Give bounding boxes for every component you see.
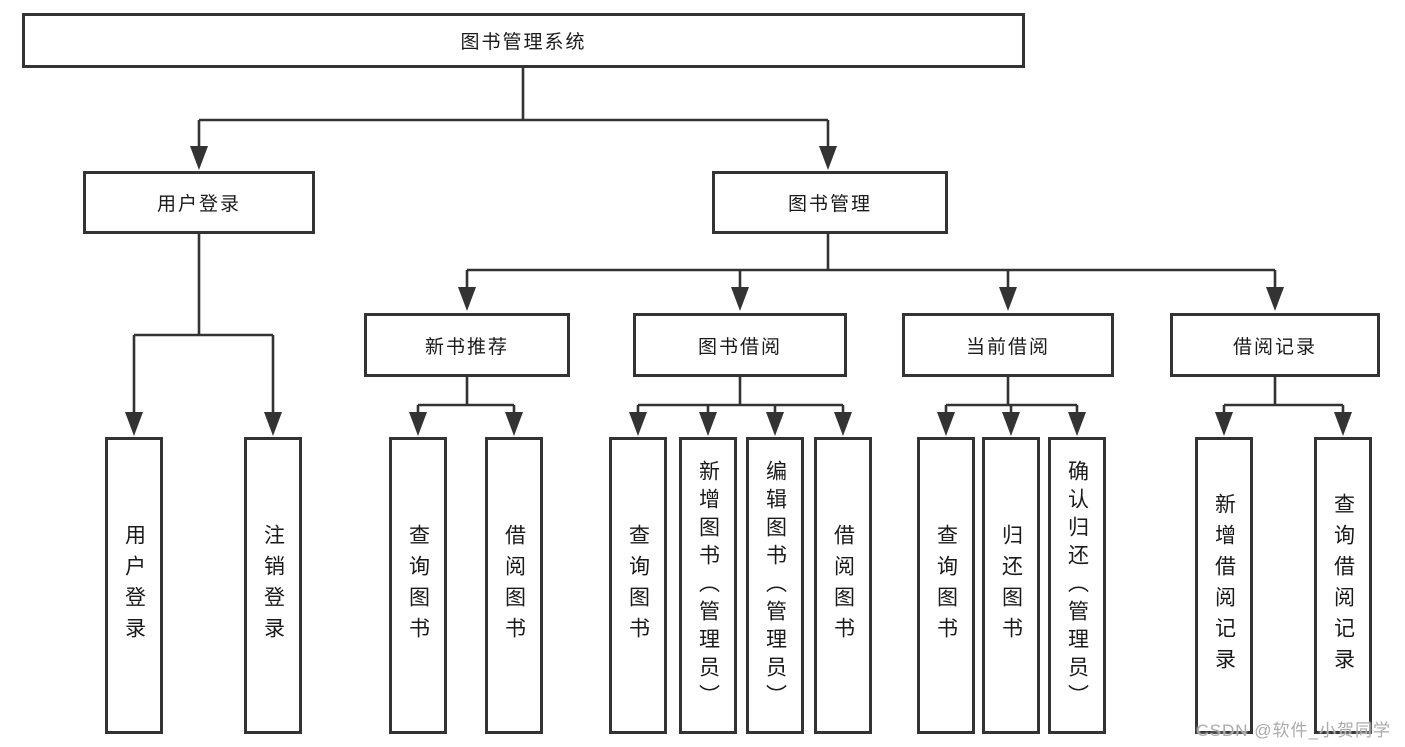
leaf-query-books: 查询图书 bbox=[609, 437, 667, 734]
connector-current-borrowing-children bbox=[937, 377, 1086, 436]
leaf-query-books: 查询图书 bbox=[917, 437, 975, 734]
leaf-return-books: 归还图书 bbox=[982, 437, 1040, 734]
connector-borrowing-records-children bbox=[1215, 377, 1352, 436]
node-new-book-recommend: 新书推荐 bbox=[364, 313, 570, 377]
connector-root-to-level2 bbox=[190, 68, 837, 170]
node-user-login: 用户登录 bbox=[83, 171, 315, 234]
node-borrowing-records: 借阅记录 bbox=[1170, 313, 1380, 377]
node-current-borrowing: 当前借阅 bbox=[902, 313, 1114, 377]
leaf-user-login: 用户登录 bbox=[105, 437, 163, 734]
node-book-borrowing: 图书借阅 bbox=[633, 313, 847, 377]
connector-book-borrowing-children bbox=[629, 377, 852, 436]
leaf-logout: 注销登录 bbox=[244, 437, 302, 734]
connector-user-login-children bbox=[125, 234, 282, 436]
leaf-borrow-books: 借阅图书 bbox=[814, 437, 872, 734]
csdn-watermark: CSDN @软件_小贺同学 bbox=[1196, 721, 1391, 740]
leaf-confirm-return-admin: 确认归还（管理员） bbox=[1048, 437, 1106, 734]
node-book-management: 图书管理 bbox=[712, 171, 948, 234]
leaf-add-borrow-record: 新增借阅记录 bbox=[1195, 437, 1253, 734]
connector-new-book-children bbox=[409, 377, 523, 436]
leaf-add-books-admin: 新增图书（管理员） bbox=[679, 437, 737, 734]
node-library-management-system: 图书管理系统 bbox=[22, 13, 1025, 68]
leaf-query-borrow-record: 查询借阅记录 bbox=[1314, 437, 1372, 734]
leaf-query-books: 查询图书 bbox=[389, 437, 447, 734]
leaf-borrow-books: 借阅图书 bbox=[485, 437, 543, 734]
leaf-edit-books-admin: 编辑图书（管理员） bbox=[746, 437, 804, 734]
connector-book-management-children bbox=[458, 234, 1284, 311]
